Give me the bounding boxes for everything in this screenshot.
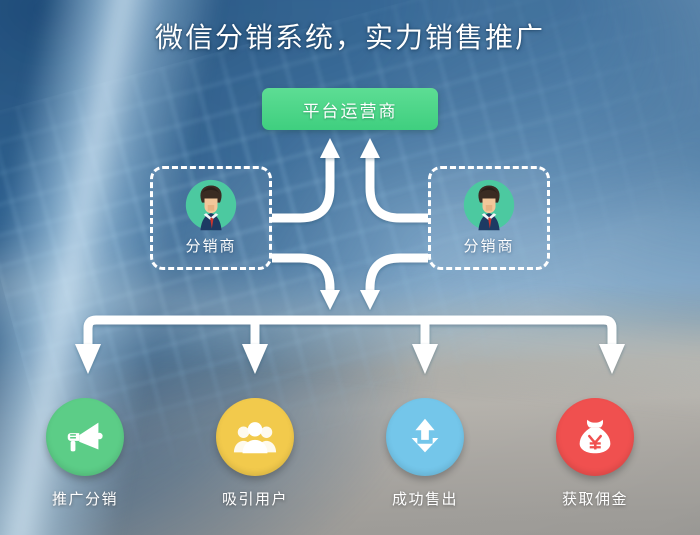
operator-node[interactable]: 平台运营商 [262,88,438,130]
arrowhead-to-operator-left [320,138,340,158]
step-caption-promote: 推广分销 [51,491,118,508]
upload-arrow-icon [411,418,439,453]
step-circle-promote [46,398,124,476]
edge-right-distributor-to-junction [365,253,428,292]
step-caption-sold: 成功售出 [391,491,458,508]
distributor-label-left: 分销商 [185,238,237,255]
money-bag-yuan-icon [579,419,611,454]
page-title: 微信分销系统，实力销售推广 [154,22,545,53]
step-circle-attract [216,398,294,476]
megaphone-icon [67,422,103,452]
arrowhead-to-junction-left [320,290,340,310]
users-group-icon [233,422,277,454]
arrowhead-step-4 [599,344,625,374]
arrowhead-step-3 [412,344,438,374]
distributor-node-right[interactable]: 分销商 [428,166,550,270]
businessman-avatar-icon [463,179,515,231]
step-node-sold[interactable]: 成功售出 [382,398,468,509]
distributor-node-left[interactable]: 分销商 [150,166,272,270]
operator-label: 平台运营商 [302,101,398,121]
arrowhead-step-1 [75,344,101,374]
step-caption-commission: 获取佣金 [561,491,628,508]
edge-right-distributor-to-operator [365,152,428,223]
distributor-label-right: 分销商 [463,238,515,255]
step-caption-attract: 吸引用户 [221,491,288,508]
step-circle-sold [386,398,464,476]
businessman-avatar-icon [185,179,237,231]
step-node-promote[interactable]: 推广分销 [42,398,128,509]
edge-distribution-bus [83,315,617,345]
edge-left-distributor-to-junction [272,253,335,292]
arrowhead-step-2 [242,344,268,374]
arrowhead-to-operator-right [360,138,380,158]
edge-left-distributor-to-operator [272,152,335,223]
step-node-commission[interactable]: 获取佣金 [552,398,638,509]
step-circle-commission [556,398,634,476]
arrowhead-to-junction-right [360,290,380,310]
step-node-attract[interactable]: 吸引用户 [212,398,298,509]
